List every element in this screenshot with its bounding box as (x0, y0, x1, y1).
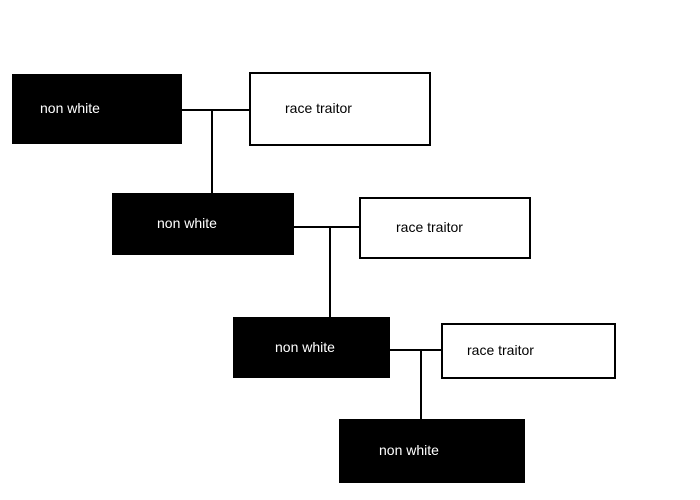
node-label: non white (275, 338, 335, 355)
node-n2[interactable]: non white (112, 193, 294, 255)
connector-n2-to-r2 (294, 226, 359, 228)
node-n4[interactable]: non white (339, 419, 525, 483)
node-label: non white (40, 100, 100, 117)
connector-n2-to-n3 (329, 226, 331, 318)
node-r1[interactable]: race traitor (249, 72, 431, 146)
node-r2[interactable]: race traitor (359, 197, 531, 259)
node-label: race traitor (285, 100, 352, 117)
node-label: race traitor (396, 219, 463, 236)
connector-n1-to-n2 (211, 109, 213, 194)
connector-n3-to-r3 (390, 349, 441, 351)
connector-n1-to-r1 (182, 109, 249, 111)
node-r3[interactable]: race traitor (441, 323, 616, 379)
node-label: non white (157, 215, 217, 232)
node-label: race traitor (467, 342, 534, 359)
connector-n3-to-n4 (420, 349, 422, 420)
node-label: non white (379, 442, 439, 459)
node-n1[interactable]: non white (12, 74, 182, 144)
node-n3[interactable]: non white (233, 317, 390, 378)
